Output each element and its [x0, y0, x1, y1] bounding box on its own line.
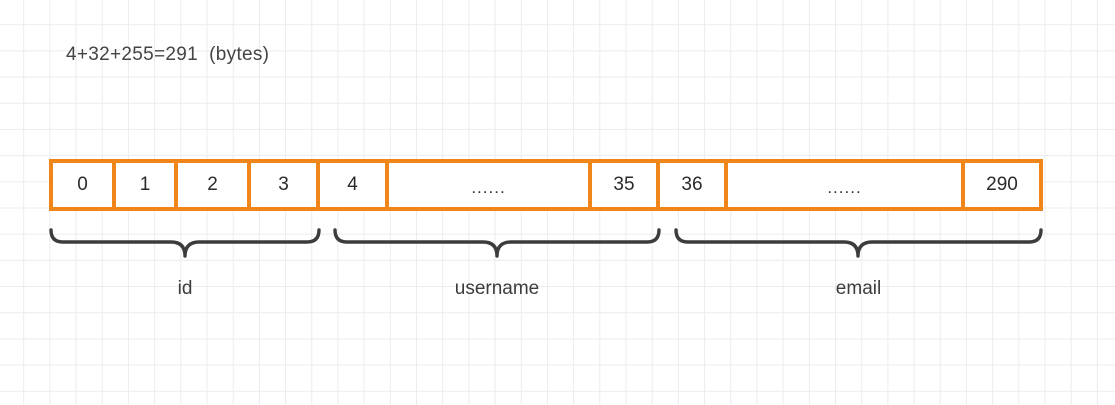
brace-username	[333, 227, 661, 275]
byte-layout-table: 0 1 2 3 4 ...... 35 36 ...... 290	[49, 159, 1043, 211]
byte-cell-35: 35	[592, 163, 660, 207]
byte-cell-0: 0	[53, 163, 116, 207]
byte-cell-290: 290	[965, 163, 1039, 207]
byte-cell-username-ellipsis: ......	[389, 163, 592, 207]
byte-size-caption: 4+32+255=291 (bytes)	[66, 44, 270, 65]
field-label-email: email	[835, 278, 882, 299]
byte-cell-4: 4	[320, 163, 389, 207]
byte-cell-36: 36	[660, 163, 728, 207]
byte-cell-3: 3	[251, 163, 320, 207]
brace-email	[674, 227, 1043, 275]
byte-cell-email-ellipsis: ......	[728, 163, 965, 207]
byte-cell-2: 2	[178, 163, 251, 207]
byte-cell-1: 1	[116, 163, 178, 207]
brace-id	[49, 227, 321, 275]
field-label-username: username	[454, 278, 540, 299]
field-label-id: id	[177, 278, 193, 299]
